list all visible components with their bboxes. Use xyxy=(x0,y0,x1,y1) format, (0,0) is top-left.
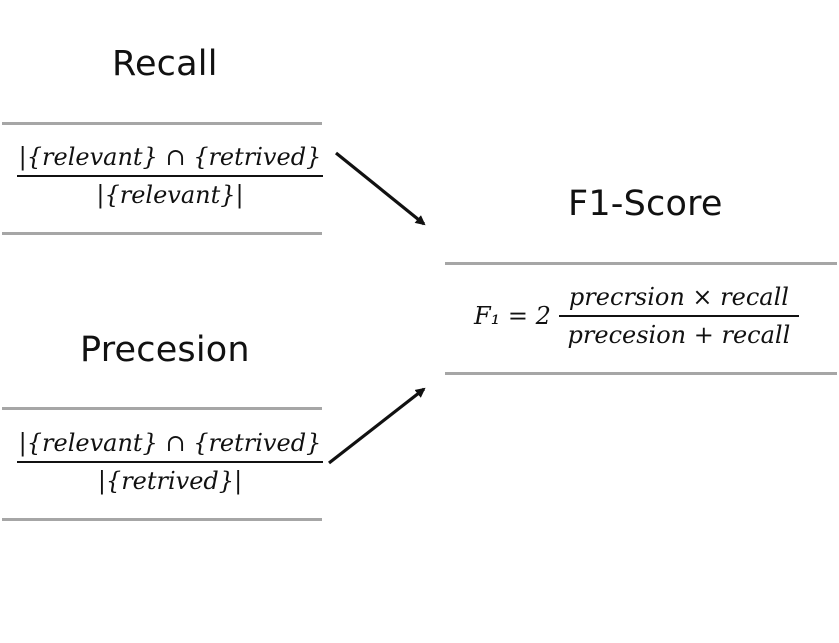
f1-title: F1-Score xyxy=(568,184,723,224)
f1-lhs: F₁ = 2 xyxy=(474,302,551,330)
precision-fraction-bar xyxy=(17,461,323,463)
f1-denominator: precesion + recall xyxy=(567,321,791,349)
precision-to-f1-arrow xyxy=(328,387,426,465)
recall-to-f1-arrow xyxy=(334,151,426,226)
recall-formula: |{relevant} ∩ {retrived} |{relevant}| xyxy=(16,142,324,210)
recall-numerator: |{relevant} ∩ {retrived} xyxy=(18,143,322,171)
precision-top-rule xyxy=(2,407,322,410)
f1-fraction: precrsion × recall precesion + recall xyxy=(558,282,799,350)
precision-bottom-rule xyxy=(2,518,322,521)
precision-formula: |{relevant} ∩ {retrived} |{retrived}| xyxy=(16,428,324,496)
f1-formula: F₁ = 2 precrsion × recall precesion + re… xyxy=(474,282,799,350)
f1-bottom-rule xyxy=(445,372,837,375)
recall-bottom-rule xyxy=(2,232,322,235)
f1-fraction-bar xyxy=(558,315,799,317)
precision-title: Precesion xyxy=(80,330,250,370)
recall-denominator: |{relevant}| xyxy=(96,181,244,209)
f1-top-rule xyxy=(445,262,837,265)
precision-denominator: |{retrived}| xyxy=(97,467,243,495)
recall-fraction-bar xyxy=(17,175,323,177)
f1-numerator: precrsion × recall xyxy=(568,283,789,311)
recall-title: Recall xyxy=(112,44,218,84)
precision-numerator: |{relevant} ∩ {retrived} xyxy=(18,429,322,457)
recall-top-rule xyxy=(2,122,322,125)
